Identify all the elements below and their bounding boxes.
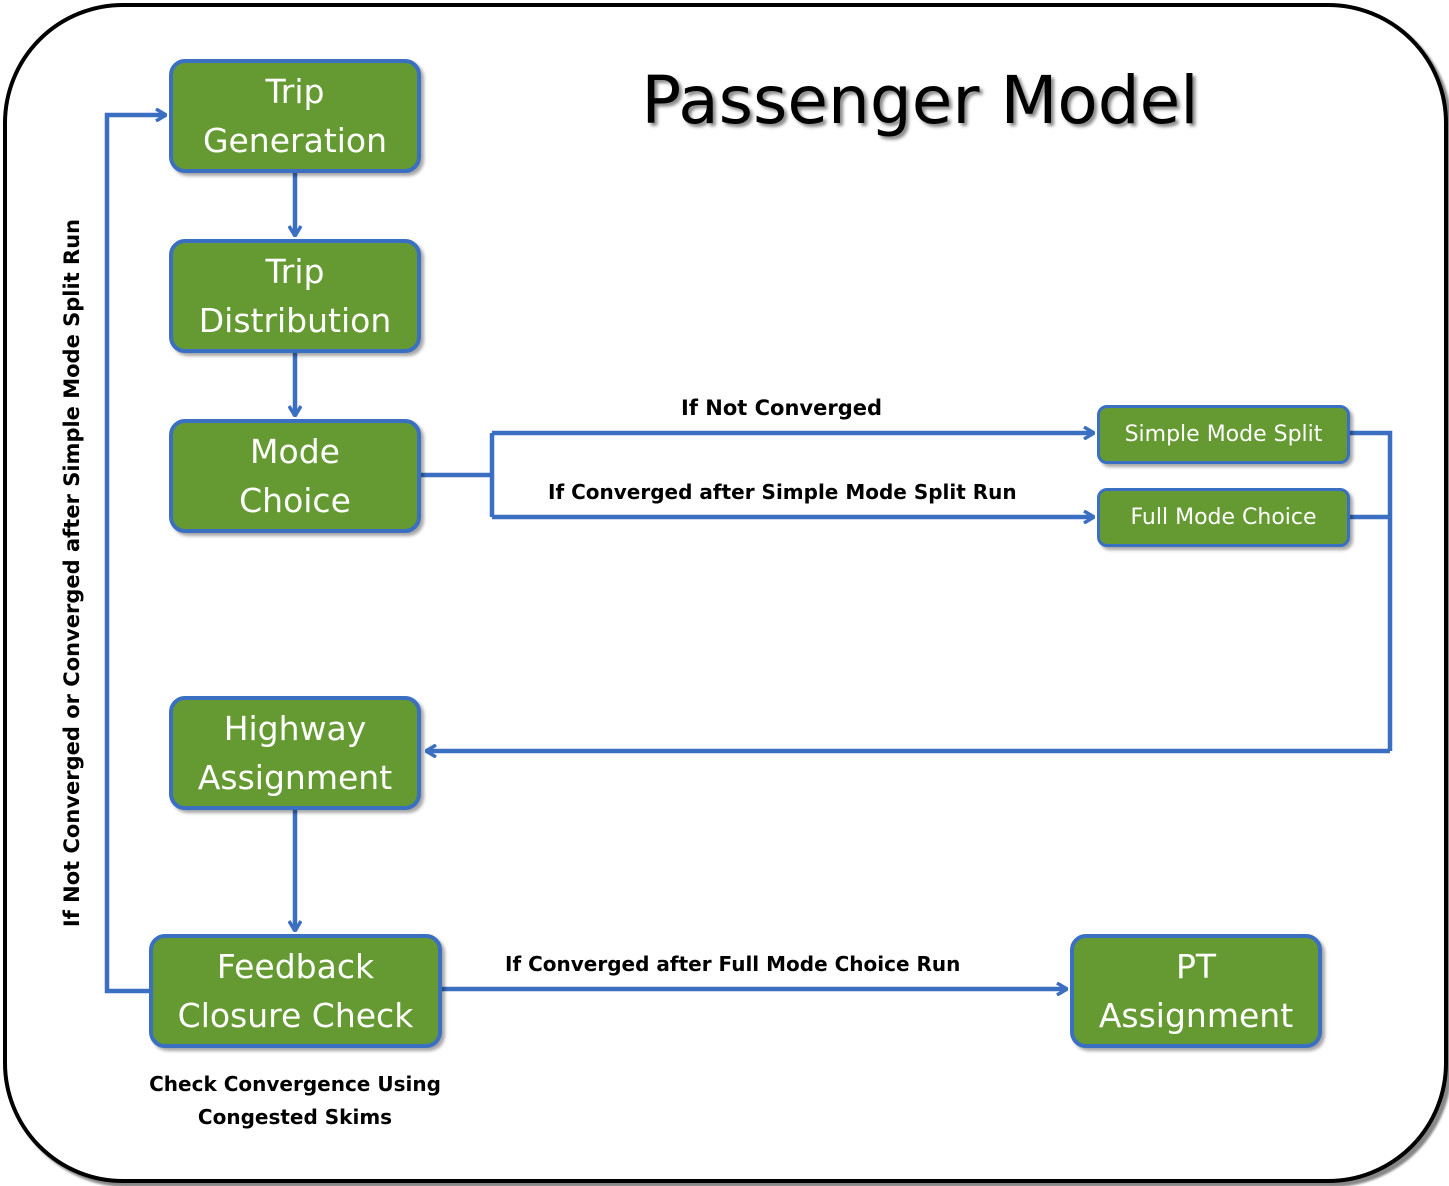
convergence-note-line1: Check Convergence Using [149, 1072, 441, 1096]
diagram-title: Passenger Model [641, 62, 1199, 139]
node-highway-assignment-line2: Assignment [197, 758, 393, 797]
node-highway-assignment: Highway Assignment [169, 696, 421, 810]
node-mode-choice-line1: Mode [250, 432, 340, 471]
node-trip-generation-line2: Generation [202, 121, 388, 160]
label-if-converged-after-simple: If Converged after Simple Mode Split Run [548, 480, 1017, 504]
label-if-not-converged: If Not Converged [681, 396, 882, 420]
node-feedback-closure-check: Feedback Closure Check [149, 934, 442, 1048]
node-trip-generation: Trip Generation [169, 59, 421, 173]
node-highway-assignment-line1: Highway [223, 709, 367, 748]
convergence-note: Check Convergence Using Congested Skims [145, 1068, 445, 1134]
node-full-mode-choice-label: Full Mode Choice [1130, 505, 1317, 530]
node-mode-choice-line2: Choice [239, 481, 351, 520]
convergence-note-line2: Congested Skims [197, 1105, 393, 1129]
node-trip-distribution: Trip Distribution [169, 239, 421, 353]
arrow-feedback-loop [104, 115, 166, 994]
label-if-converged-after-full: If Converged after Full Mode Choice Run [505, 952, 961, 976]
node-feedback-closure-check-line2: Closure Check [177, 996, 414, 1035]
node-pt-assignment-line1: PT [1175, 947, 1217, 986]
node-pt-assignment: PT Assignment [1070, 934, 1322, 1048]
node-trip-generation-line1: Trip [265, 72, 325, 111]
node-simple-mode-split: Simple Mode Split [1097, 405, 1350, 464]
label-feedback-loop: If Not Converged or Converged after Simp… [60, 218, 84, 928]
node-trip-distribution-line1: Trip [265, 252, 325, 291]
line-simple-to-collector [1350, 430, 1393, 751]
node-mode-choice: Mode Choice [169, 419, 421, 533]
node-simple-mode-split-label: Simple Mode Split [1124, 422, 1323, 447]
node-pt-assignment-line2: Assignment [1098, 996, 1294, 1035]
node-trip-distribution-line2: Distribution [198, 301, 392, 340]
node-full-mode-choice: Full Mode Choice [1097, 488, 1350, 547]
node-feedback-closure-check-line1: Feedback [216, 947, 375, 986]
